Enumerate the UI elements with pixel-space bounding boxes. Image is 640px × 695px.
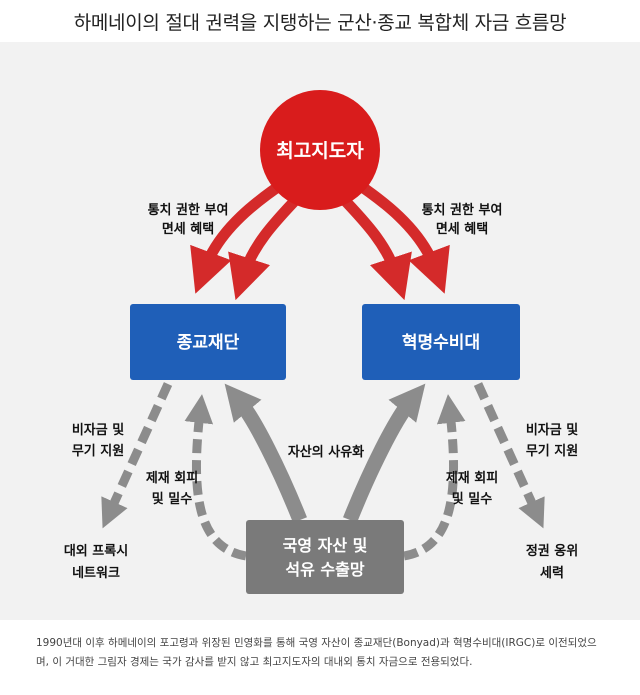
state-assets-node: 국영 자산 및 석유 수출망 [246, 520, 404, 594]
evasion-left-label-line1: 제재 회피 [146, 470, 198, 486]
evasion-right-label-line2: 및 밀수 [452, 492, 492, 507]
caption: 1990년대 이후 하메네이의 포고령과 위장된 민영화를 통해 국영 자산이 … [36, 634, 616, 672]
privatization-label: 자산의 사유화 [288, 444, 364, 460]
funds-right-label-line2: 무기 지원 [526, 444, 578, 459]
evasion-left-label-line2: 및 밀수 [152, 492, 192, 507]
state-assets-label-line2: 석유 수출망 [285, 560, 364, 579]
funds-right-label-line1: 비자금 및 [526, 423, 578, 438]
caption-line-2: 며, 이 거대한 그림자 경제는 국가 감사를 받지 않고 최고지도자의 대내외… [36, 656, 473, 668]
leader-label: 최고지도자 [276, 140, 364, 162]
page-title: 하메네이의 절대 권력을 지탱하는 군산·종교 복합체 자금 흐름망 [73, 12, 567, 34]
evasion-right-label-line1: 제재 회피 [446, 470, 498, 486]
evasion-arrow-left [184, 394, 247, 561]
bonyad-label: 종교재단 [177, 333, 240, 353]
authority-right-label-line1: 통치 권한 부여 [422, 202, 503, 218]
privatization-arrow-left [224, 383, 307, 523]
funds-left-label-line2: 무기 지원 [72, 444, 124, 459]
caption-line-1: 1990년대 이후 하메네이의 포고령과 위장된 민영화를 통해 국영 자산이 … [36, 637, 597, 649]
regime-support-label-line2: 세력 [540, 566, 564, 581]
irgc-node: 혁명수비대 [362, 304, 520, 380]
bonyad-node: 종교재단 [130, 304, 286, 380]
overseas-proxy-label-line2: 네트워크 [72, 565, 120, 581]
irgc-label: 혁명수비대 [402, 332, 480, 353]
authority-right-label-line2: 면세 혜택 [436, 221, 488, 237]
privatization-arrow-right [343, 383, 426, 523]
authority-left-label-line2: 면세 혜택 [162, 221, 214, 237]
funds-left-label-line1: 비자금 및 [72, 423, 124, 438]
state-assets-label-line1: 국영 자산 및 [283, 536, 368, 555]
regime-support-label-line1: 정권 옹위 [526, 543, 578, 559]
overseas-proxy-label-line1: 대외 프록시 [64, 543, 128, 559]
evasion-arrow-right [403, 394, 466, 561]
authority-left-label-line1: 통치 권한 부여 [148, 202, 229, 218]
leader-node: 최고지도자 [260, 90, 380, 210]
